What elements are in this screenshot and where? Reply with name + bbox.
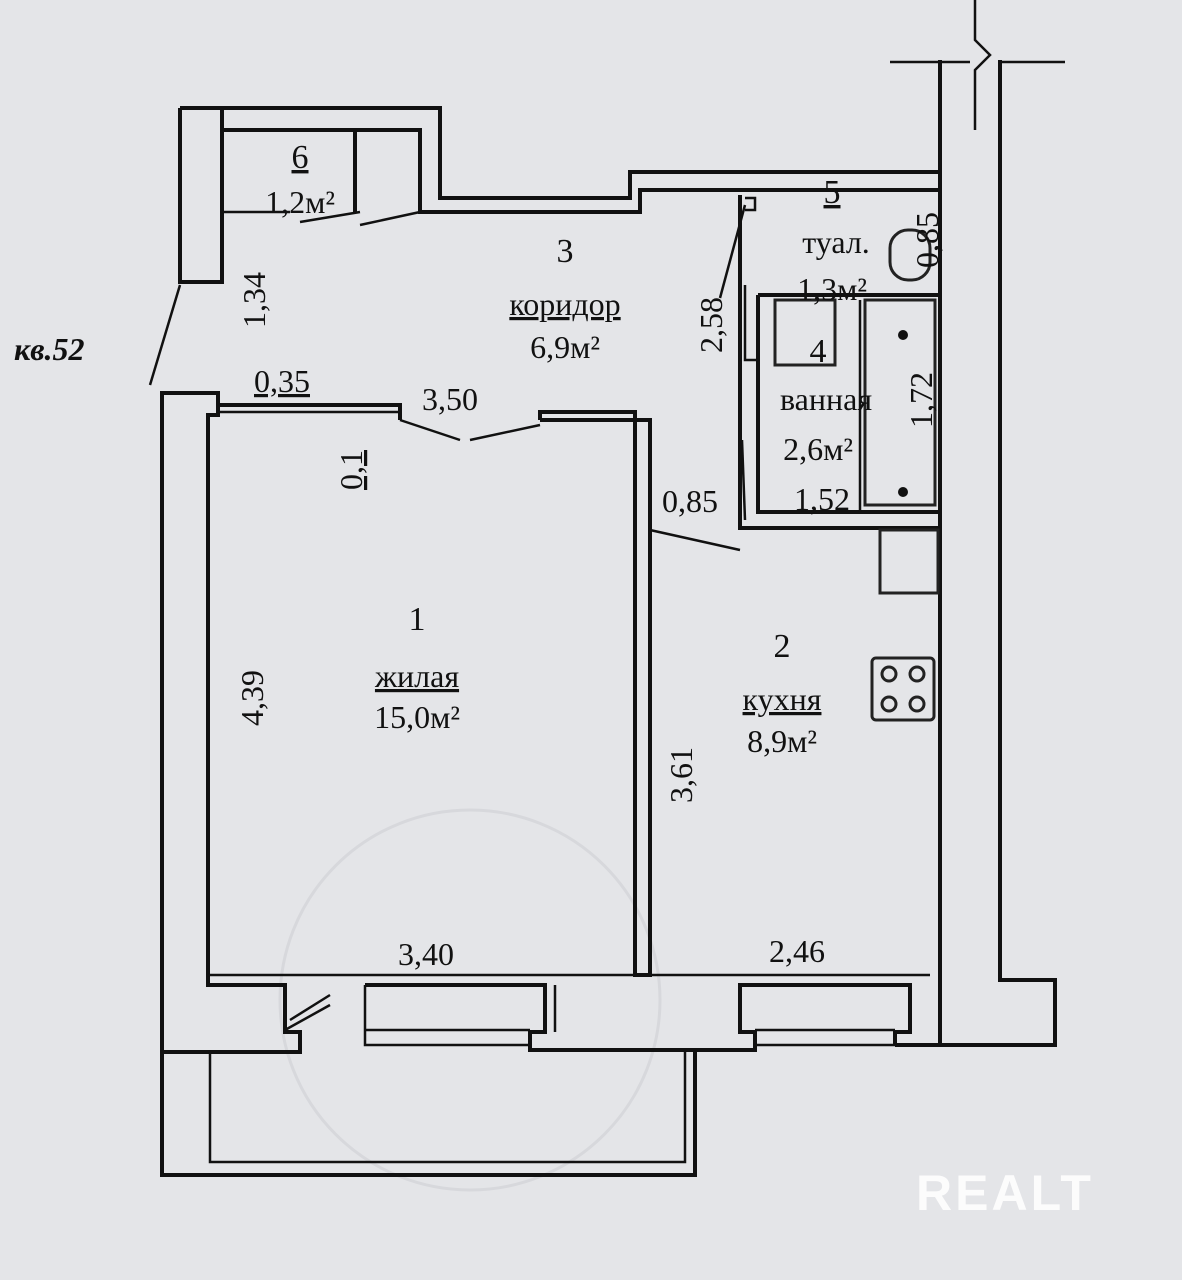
room-5-name: туал.: [802, 224, 870, 260]
room-6-number: 6: [292, 139, 309, 176]
room-3-number: 3: [557, 233, 574, 270]
fixtures: [773, 228, 940, 722]
interior-walls: [148, 195, 940, 1032]
apartment-label: кв.52: [14, 331, 85, 367]
room-4-number: 4: [810, 333, 827, 370]
dim-storage-width: 1,34: [236, 272, 272, 328]
dim-bath-width: 1,52: [794, 481, 850, 517]
realt-watermark-logo: REALT: [916, 1165, 1094, 1221]
room-5-area: 1,3м²: [797, 271, 867, 307]
stove-icon: [870, 656, 936, 722]
dim-threshold: 0,1: [333, 450, 369, 490]
kitchen-sink-icon: [878, 528, 940, 595]
dim-living-length: 4,39: [234, 670, 270, 726]
room-1-number: 1: [409, 601, 426, 638]
room-2-area: 8,9м²: [747, 723, 817, 759]
dim-kitchen-width: 2,46: [769, 933, 825, 969]
sink-icon: [773, 298, 837, 367]
dim-living-top: 3,50: [422, 381, 478, 417]
dimensions: 1,34 0,35 3,50 0,1 4,39 3,40 2,58 0,85 3…: [234, 212, 945, 972]
room-6-area: 1,2м²: [265, 184, 335, 220]
dim-living-width: 3,40: [398, 936, 454, 972]
dim-bath-length: 1,72: [903, 372, 939, 428]
room-1-area: 15,0м²: [374, 699, 460, 735]
dim-kitchen-door: 0,85: [662, 483, 718, 519]
room-4-name: ванная: [780, 381, 872, 417]
drain-icon-2: [898, 487, 908, 497]
room-5-number: 5: [824, 174, 841, 211]
dim-kitchen-length: 3,61: [663, 747, 699, 803]
dim-corridor-length: 2,58: [693, 297, 729, 353]
exterior-walls: [160, 0, 1065, 1177]
room-3-name: коридор: [509, 286, 620, 322]
room-labels: 1 жилая 15,0м² 2 кухня 8,9м² 3 коридор 6…: [265, 139, 872, 759]
toilet-icon: [888, 228, 932, 282]
room-4-area: 2,6м²: [783, 431, 853, 467]
dim-wall-thickness: 0,35: [254, 363, 310, 399]
drain-icon: [898, 330, 908, 340]
room-2-number: 2: [774, 628, 791, 665]
bathtub-icon: [863, 298, 937, 507]
room-1-name: жилая: [374, 658, 459, 694]
room-2-name: кухня: [743, 681, 822, 717]
room-3-area: 6,9м²: [530, 329, 600, 365]
stamp-circle: [278, 808, 662, 1192]
dim-toilet-width: 0,85: [909, 212, 945, 268]
